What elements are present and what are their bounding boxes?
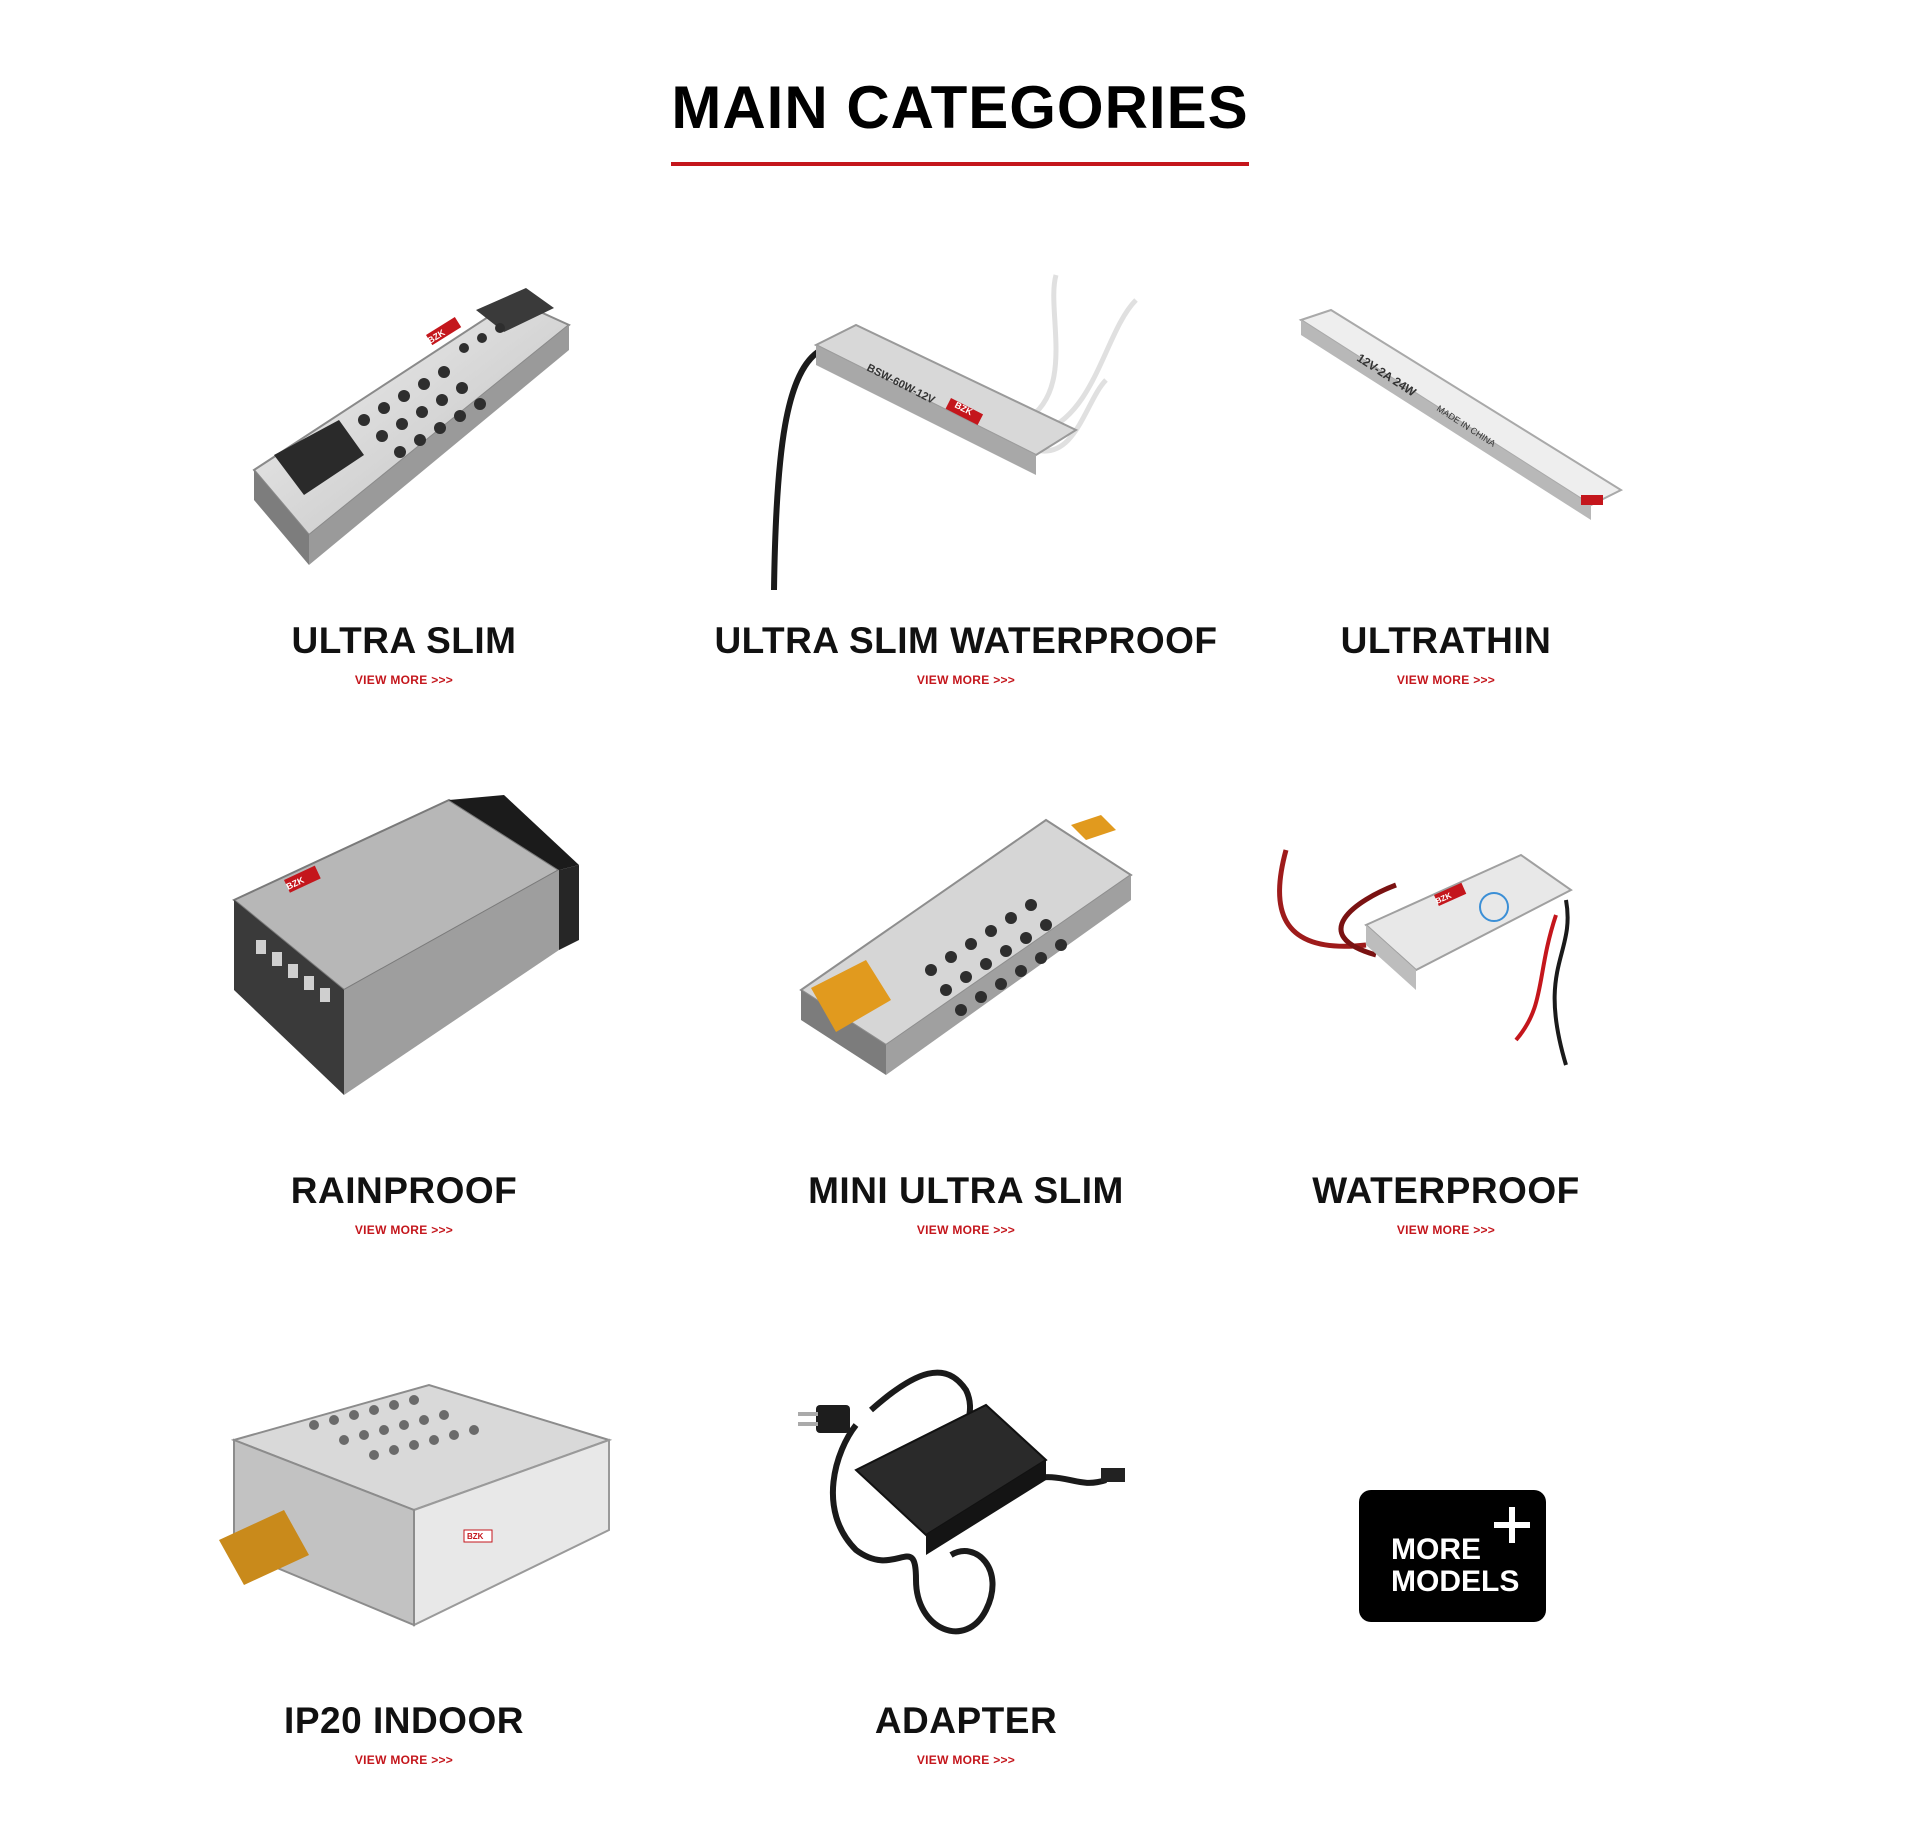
- category-title: ADAPTER: [874, 1700, 1058, 1741]
- category-card-adapter[interactable]: ADAPTER VIEW MORE >>>: [706, 1350, 1226, 1790]
- ip20-indoor-power-supply-image: BZK: [219, 1383, 613, 1627]
- rainproof-power-supply-image: BZK: [232, 795, 579, 1095]
- view-more-link[interactable]: VIEW MORE >>>: [354, 1753, 454, 1767]
- category-card-ip20-indoor[interactable]: BZK IP20 INDOOR VIEW MORE >>>: [144, 1380, 664, 1790]
- category-title: ULTRATHIN: [1340, 620, 1552, 661]
- slim-power-supply-image: BZK: [252, 288, 571, 565]
- category-title: RAINPROOF: [290, 1170, 518, 1211]
- svg-text:BZK: BZK: [467, 1532, 484, 1541]
- more-models-label: MORE MODELS: [1391, 1534, 1531, 1598]
- view-more-link[interactable]: VIEW MORE >>>: [354, 1223, 454, 1237]
- category-card-waterproof[interactable]: BZK WATERPROOF VIEW MORE >>>: [1186, 845, 1706, 1260]
- category-card-ultra-slim-waterproof[interactable]: BZK BSW-60W-12V ULTRA SLIM WATERPROOF VI…: [706, 270, 1226, 700]
- view-more-link[interactable]: VIEW MORE >>>: [1396, 673, 1496, 687]
- view-more-link[interactable]: VIEW MORE >>>: [916, 1753, 1016, 1767]
- view-more-link[interactable]: VIEW MORE >>>: [1396, 1223, 1496, 1237]
- header: MAIN CATEGORIES: [0, 78, 1920, 166]
- more-models-button[interactable]: MORE MODELS: [1359, 1490, 1546, 1622]
- category-card-rainproof[interactable]: BZK RAINPROOF VIEW MORE >>>: [144, 790, 664, 1260]
- category-card-mini-ultra-slim[interactable]: MINI ULTRA SLIM VIEW MORE >>>: [706, 810, 1226, 1260]
- category-title: WATERPROOF: [1312, 1170, 1580, 1211]
- view-more-link[interactable]: VIEW MORE >>>: [916, 673, 1016, 687]
- category-title: MINI ULTRA SLIM: [808, 1170, 1124, 1211]
- category-title: IP20 INDOOR: [284, 1700, 524, 1741]
- ultrathin-power-supply-image: 12V-2A 24W MADE IN CHINA: [1298, 308, 1624, 520]
- view-more-link[interactable]: VIEW MORE >>>: [354, 673, 454, 687]
- more-models-line2: MODELS: [1391, 1565, 1520, 1598]
- waterproof-power-supply-image: BZK: [1277, 849, 1573, 1066]
- more-models-line1: MORE: [1391, 1533, 1481, 1566]
- category-card-ultrathin[interactable]: 12V-2A 24W MADE IN CHINA ULTRATHIN VIEW …: [1186, 300, 1706, 700]
- mini-slim-power-supply-image: [799, 815, 1133, 1075]
- plus-icon: [1494, 1507, 1530, 1543]
- page-title: MAIN CATEGORIES: [671, 78, 1249, 166]
- category-title: ULTRA SLIM WATERPROOF: [714, 620, 1218, 661]
- view-more-link[interactable]: VIEW MORE >>>: [916, 1223, 1016, 1237]
- category-title: ULTRA SLIM: [291, 620, 517, 661]
- adapter-image: [798, 1369, 1125, 1635]
- category-card-ultra-slim[interactable]: BZK ULTRA SLIM VIEW MORE >>>: [144, 280, 664, 700]
- slim-waterproof-power-supply-image: BZK BSW-60W-12V: [771, 274, 1138, 590]
